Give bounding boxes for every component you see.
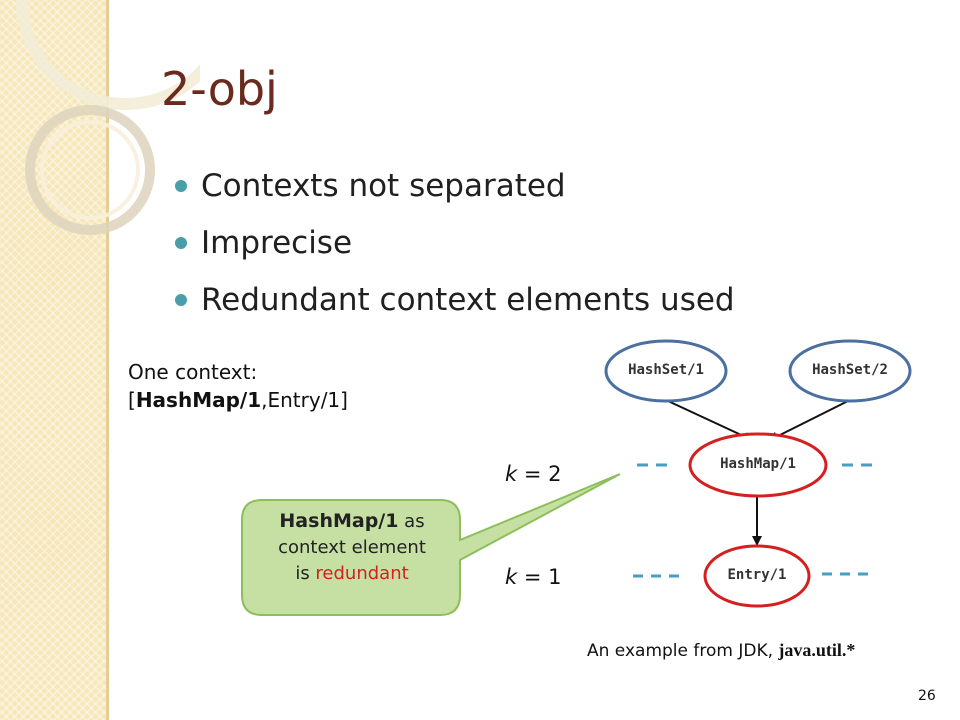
node-label-entry1: Entry/1 (727, 567, 787, 583)
callout-line3: is redundant (248, 561, 456, 587)
bullet-item: Redundant context elements used (175, 276, 735, 333)
callout-line3-prefix: is (295, 563, 316, 584)
bullet-dot-icon (175, 294, 187, 306)
callout-text: HashMap/1 as context element is redundan… (248, 508, 456, 587)
callout-line2: context element (278, 537, 426, 558)
slide-title: 2-obj (161, 62, 278, 116)
callout-bold: HashMap/1 (279, 510, 399, 532)
context-note-line1: One context: (128, 360, 258, 384)
example-prefix: An example from JDK, (587, 641, 779, 661)
bullet-item: Imprecise (175, 219, 735, 276)
node-hashmap1 (688, 432, 828, 498)
context-note: One context: [HashMap/1,Entry/1] (128, 358, 348, 414)
k2-variable: k (505, 462, 518, 486)
node-hashset1 (604, 339, 728, 403)
k2-label: k = 2 (505, 462, 561, 486)
bullet-list: Contexts not separated Imprecise Redunda… (175, 162, 735, 333)
callout-line1: HashMap/1 as (248, 508, 456, 535)
k1-label: k = 1 (505, 565, 561, 589)
example-caption: An example from JDK, java.util.* (587, 640, 855, 661)
callout-bubble (241, 473, 621, 616)
context-bold-element: HashMap/1 (135, 388, 262, 412)
k2-value: = 2 (517, 462, 562, 486)
page-number: 26 (918, 688, 936, 704)
callout-line1-rest: as (398, 511, 425, 532)
bullet-text: Redundant context elements used (201, 282, 735, 318)
node-label-hashmap1: HashMap/1 (720, 456, 796, 472)
edge-hashset2-to-hashmap (768, 400, 849, 441)
context-rest: ,Entry/1] (261, 388, 348, 412)
k1-variable: k (505, 565, 518, 589)
node-label-hashset1: HashSet/1 (628, 362, 704, 378)
example-package: java.util.* (778, 640, 856, 660)
bullet-dot-icon (175, 180, 187, 192)
callout-redundant-word: redundant (315, 563, 409, 584)
bullet-text: Imprecise (201, 225, 353, 261)
node-hashset2 (788, 339, 912, 403)
band-circles-decoration (16, 0, 200, 235)
edge-hashset1-to-hashmap (667, 400, 754, 442)
context-note-line2: [HashMap/1,Entry/1] (128, 386, 348, 414)
bullet-dot-icon (175, 237, 187, 249)
bullet-text: Contexts not separated (201, 168, 566, 204)
node-entry1 (703, 544, 811, 608)
node-label-hashset2: HashSet/2 (812, 362, 888, 378)
context-open-bracket: [ (128, 388, 136, 412)
bullet-item: Contexts not separated (175, 162, 735, 219)
k1-value: = 1 (517, 565, 562, 589)
